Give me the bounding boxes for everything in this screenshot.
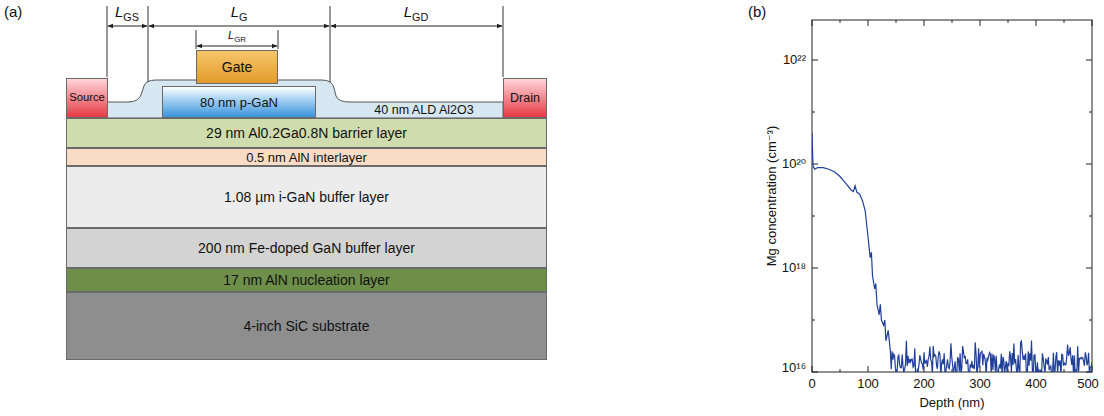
layer-text: 29 nm Al0.2Ga0.8N barrier layer bbox=[206, 126, 407, 140]
layer-text: 40 nm ALD Al2O3 bbox=[374, 104, 473, 117]
dimension-arrows bbox=[108, 26, 502, 46]
tick-label: 400 bbox=[1025, 377, 1047, 391]
tick-label: 500 bbox=[1077, 377, 1099, 391]
tick-label: 10²⁰ bbox=[782, 157, 806, 171]
fe-buffer-layer: 200 nm Fe-doped GaN buffer layer bbox=[66, 228, 547, 268]
interlayer: 0.5 nm AlN interlayer bbox=[66, 148, 547, 166]
passivation-label: 40 nm ALD Al2O3 bbox=[345, 102, 503, 118]
drain-contact: Drain bbox=[503, 78, 547, 118]
plot-frame bbox=[812, 20, 1092, 372]
layer-text: 0.5 nm AlN interlayer bbox=[246, 151, 367, 164]
dimension-label: LGS bbox=[115, 4, 139, 23]
tick-label: 300 bbox=[969, 377, 991, 391]
mg-profile-curve bbox=[812, 133, 1092, 372]
extension-lines bbox=[107, 6, 503, 82]
panel-letter: (a) bbox=[4, 4, 22, 21]
source-contact: Source bbox=[66, 78, 108, 118]
tick-label: 10²² bbox=[783, 53, 806, 67]
layer-text: 17 nm AlN nucleation layer bbox=[223, 273, 390, 287]
substrate: 4-inch SiC substrate bbox=[66, 292, 547, 360]
axis-title: Mg concentration (cm⁻³) bbox=[765, 126, 779, 267]
layer-text: Gate bbox=[222, 60, 252, 74]
axis-title: Depth (nm) bbox=[919, 396, 984, 410]
layer-text: 200 nm Fe-doped GaN buffer layer bbox=[198, 241, 415, 255]
dimension-label: LGD bbox=[404, 4, 429, 23]
nucleation-layer: 17 nm AlN nucleation layer bbox=[66, 268, 547, 292]
tick-label: 0 bbox=[808, 377, 815, 391]
layer-text: Drain bbox=[510, 92, 540, 105]
layer-text: 80 nm p-GaN bbox=[200, 96, 278, 109]
tick-label: 10¹⁸ bbox=[782, 261, 806, 275]
gate-metal: Gate bbox=[196, 50, 278, 84]
buffer-layer: 1.08 µm i-GaN buffer layer bbox=[66, 166, 547, 228]
tick-label: 100 bbox=[857, 377, 879, 391]
layer-text: 4-inch SiC substrate bbox=[243, 319, 369, 333]
p-gan-layer: 80 nm p-GaN bbox=[162, 86, 316, 118]
tick-label: 200 bbox=[913, 377, 935, 391]
barrier-layer: 29 nm Al0.2Ga0.8N barrier layer bbox=[66, 118, 547, 148]
tick-label: 10¹⁶ bbox=[782, 361, 806, 375]
panel-letter: (b) bbox=[748, 4, 766, 21]
passivation-layer bbox=[107, 80, 503, 118]
layer-text: 1.08 µm i-GaN buffer layer bbox=[224, 190, 389, 204]
dimension-label: LG bbox=[231, 4, 248, 23]
dimension-label: LGR bbox=[228, 29, 246, 44]
axis-ticks bbox=[812, 20, 1092, 372]
layer-text: Source bbox=[69, 92, 105, 103]
